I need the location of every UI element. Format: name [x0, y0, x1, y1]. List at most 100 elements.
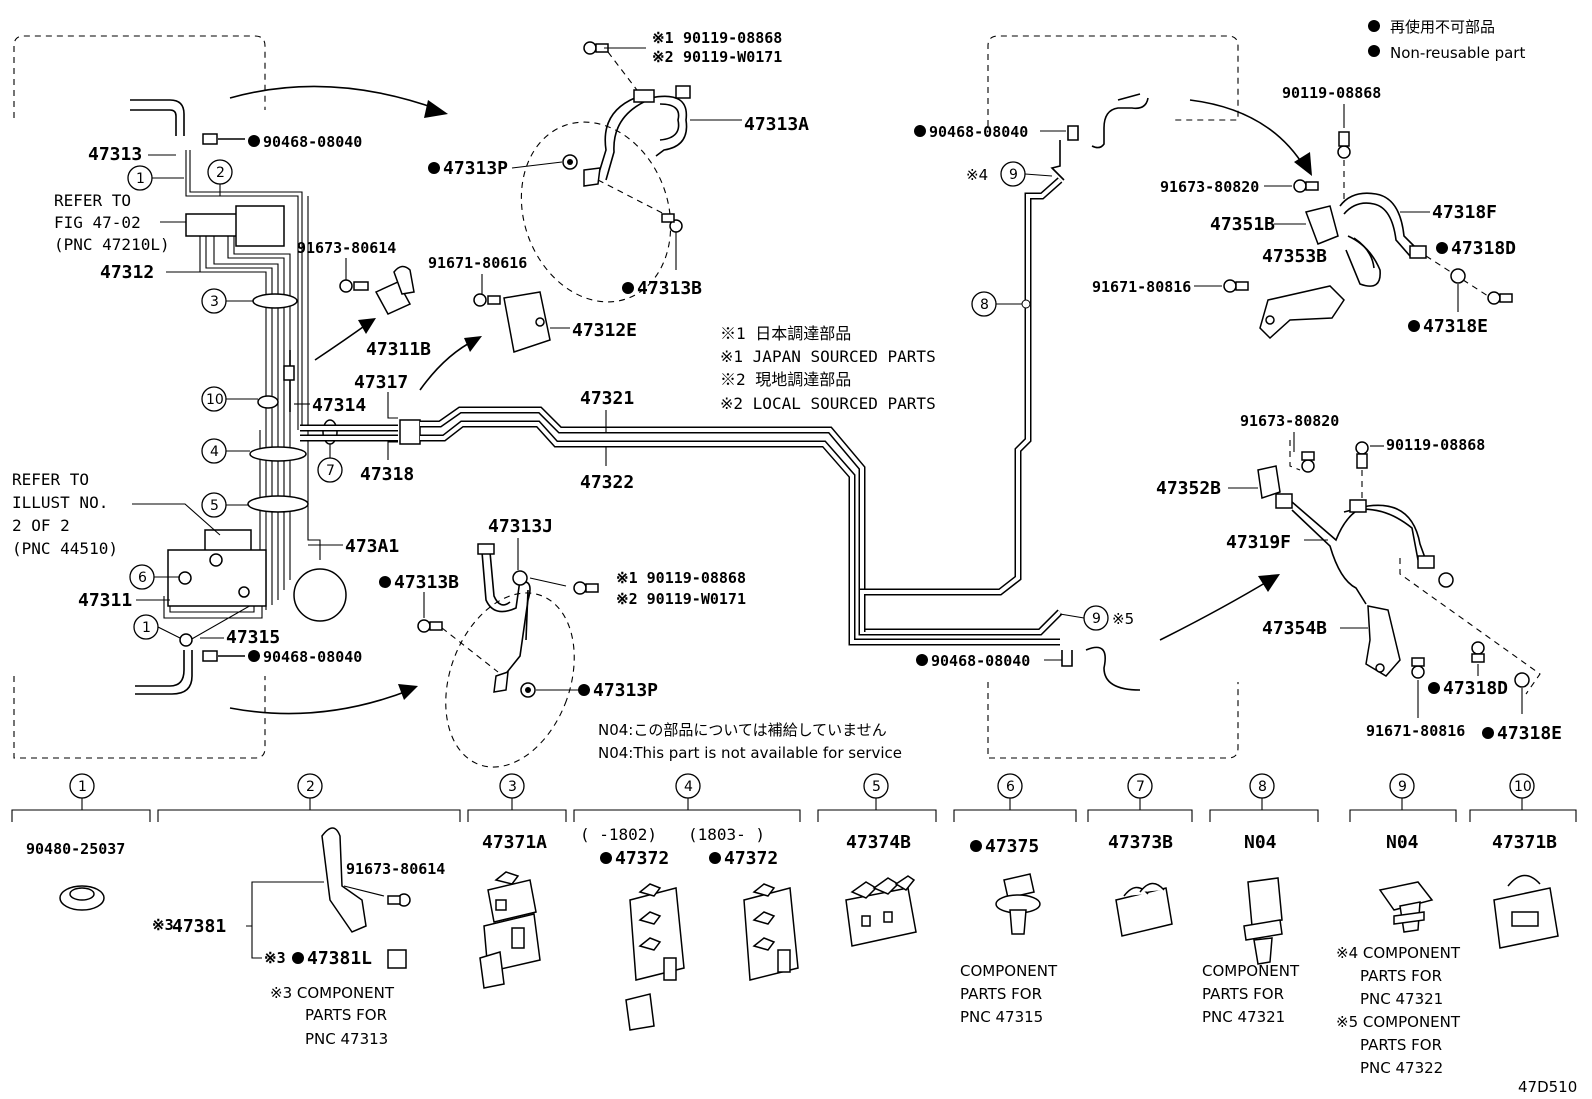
non-reusable-dot-icon: [622, 282, 634, 294]
svg-text:7: 7: [326, 463, 335, 479]
vehicle-outline-top-left: [13, 35, 266, 118]
label-47311B: 47311B: [366, 339, 431, 360]
bracket-47354B: [1365, 605, 1401, 677]
detail-ellipse: [445, 592, 575, 768]
legend-num-8: 8: [1258, 779, 1267, 795]
label-47322: 47322: [580, 472, 634, 493]
legend-part-47381: 47381: [172, 916, 226, 937]
legend-mark-47381: ※3: [152, 916, 174, 934]
bracket-47353B: [1259, 285, 1345, 340]
legend-mark-47381L: ※3: [264, 949, 286, 967]
legend-num-1: 1: [78, 779, 87, 795]
hose-stub: [135, 650, 193, 695]
tank-sphere: [293, 568, 347, 622]
detail-ellipse: [520, 121, 672, 303]
legend-num-6: 6: [1006, 779, 1015, 795]
proportioning-block: [185, 213, 239, 237]
clamp-47371A-icon: [479, 871, 541, 989]
legend-part-1: 90480-25037: [26, 840, 125, 858]
non-reusable-dot-icon: [709, 852, 721, 864]
label-r-47352B: 47352B: [1156, 478, 1221, 499]
legend-note-9-line3: PNC 47321: [1360, 990, 1443, 1008]
legend-range-b: (1803- ): [688, 825, 765, 844]
legend-en: Non-reusable part: [1390, 44, 1525, 62]
legend-num-9: 9: [1398, 779, 1407, 795]
svg-text:9: 9: [1092, 611, 1101, 627]
legend-bolt-2: 91673-80614: [346, 860, 445, 878]
svg-text:2: 2: [216, 165, 225, 181]
label-r-47318F: 47318F: [1432, 202, 1497, 223]
non-reusable-dot-icon: [379, 576, 391, 588]
legend-part-7: 47373B: [1108, 832, 1173, 853]
legend-part-47381L: 47381L: [307, 948, 372, 969]
label-47312E: 47312E: [572, 320, 637, 341]
mid-note1: ※1 90119-08868: [616, 569, 746, 587]
svg-text:9: 9: [1009, 167, 1018, 183]
legend-num-10: 10: [1514, 779, 1532, 795]
legend-num-4: 4: [684, 779, 693, 795]
diagram-code: 47D510: [1518, 1078, 1577, 1096]
vehicle-outline-bottom-left: [13, 676, 266, 759]
non-reusable-dot-icon: [916, 654, 928, 666]
svg-text:4: 4: [210, 444, 219, 460]
label-47312: 47312: [100, 262, 154, 283]
bracket-47312E: [503, 291, 551, 353]
clamp-47372-icon: [743, 883, 799, 981]
non-reusable-dot-icon: [1482, 727, 1494, 739]
legend-part-8: N04: [1244, 832, 1277, 853]
top-note1-mark: ※1: [652, 29, 674, 47]
bolt-icon: [573, 581, 587, 595]
legend-note-9-line5: PARTS FOR: [1360, 1036, 1442, 1054]
svg-text:3: 3: [210, 294, 219, 310]
label-r-91671-top: 91671-80816: [1092, 278, 1191, 296]
brake-pipe-47321-47322: [300, 177, 1063, 646]
clip-47375-icon: [995, 873, 1041, 935]
clamp-47374B-icon: [845, 875, 917, 947]
refer-illust-line2: ILLUST NO.: [12, 493, 108, 512]
legend-note-9-line6: PNC 47322: [1360, 1059, 1443, 1077]
refer-illust-line4: (PNC 44510): [12, 539, 118, 558]
legend-note-2-line2: PARTS FOR: [305, 1006, 387, 1024]
brake-hose-47318F: [1339, 192, 1419, 251]
label-r-47354B: 47354B: [1262, 618, 1327, 639]
label-r-91673-top: 91673-80820: [1160, 178, 1259, 196]
legend-note-9-line1: ※4 COMPONENT: [1336, 944, 1461, 962]
label-47321: 47321: [580, 388, 634, 409]
n04-note-en: N04:This part is not available for servi…: [598, 744, 902, 762]
label-r-90119-bottom: 90119-08868: [1386, 436, 1485, 454]
label-r-47351B: 47351B: [1210, 214, 1275, 235]
legend-part-9: N04: [1386, 832, 1419, 853]
refer-fig-line2: FIG 47-02: [54, 213, 141, 232]
legend-note-9-line2: PARTS FOR: [1360, 967, 1442, 985]
label-47317: 47317: [354, 372, 408, 393]
non-reusable-dot-icon: [1368, 45, 1380, 57]
brake-hose-47313J: [481, 551, 521, 613]
label-r-47318D-top: 47318D: [1451, 238, 1516, 259]
legend-part-4b: 47372: [724, 848, 778, 869]
brake-actuator: [235, 205, 285, 247]
clip-47373B-icon: [1115, 882, 1173, 937]
hose-stub: [130, 99, 185, 136]
brake-hose-47313A: [597, 95, 641, 177]
legend-note-8-line3: PNC 47321: [1202, 1008, 1285, 1026]
legend-range-a: ( -1802): [580, 825, 657, 844]
bracket-47381-icon: [321, 827, 367, 933]
clip-N04-icon: [1243, 877, 1283, 965]
label-47313B-bottom: 47313B: [394, 572, 459, 593]
bolt-icon: [339, 279, 353, 293]
note1-jp: ※1 日本調達部品: [720, 324, 851, 343]
non-reusable-dot-icon: [1368, 20, 1380, 32]
bundle-clamp: [252, 293, 298, 309]
vehicle-outline-bottom-right: [987, 682, 1239, 759]
legend-num-2: 2: [306, 779, 315, 795]
svg-text:6: 6: [138, 570, 147, 586]
bracket-47352B: [1257, 465, 1281, 499]
legend-part-3: 47371A: [482, 832, 547, 853]
arrow-icon: [229, 85, 1312, 715]
top-note1-part: 90119-08868: [683, 29, 782, 47]
refer-fig-line1: REFER TO: [54, 191, 131, 210]
callout-circles-left: 1 2 3 10 4 5 6 1 7: [127, 159, 343, 640]
clamp-47372-icon: [625, 883, 685, 1031]
legend-note-9-line4: ※5 COMPONENT: [1336, 1013, 1461, 1031]
vehicle-outline-top-right: [987, 35, 1239, 126]
